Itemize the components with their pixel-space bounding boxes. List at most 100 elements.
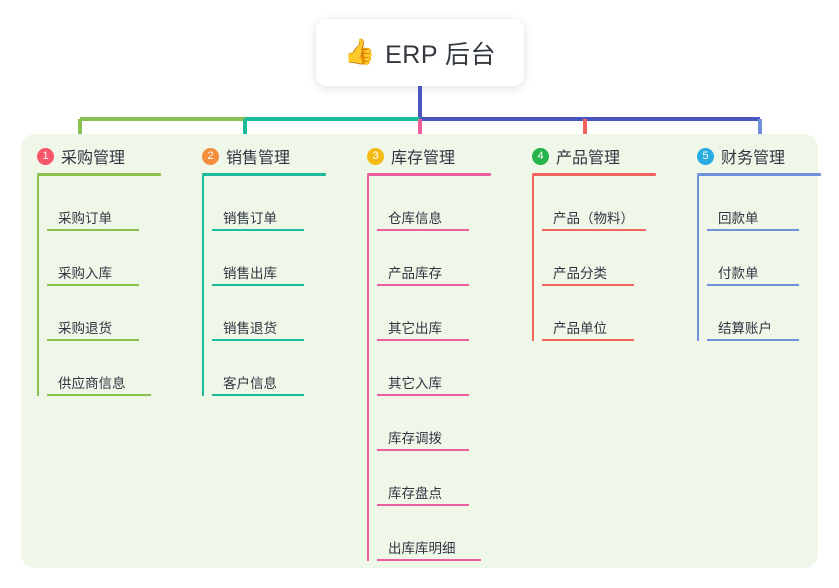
list-item-label: 结算账户 (718, 320, 772, 336)
column-header-4[interactable]: 4 产品管理 (532, 134, 681, 170)
column-header-rule-2 (202, 173, 326, 176)
list-item[interactable]: 采购退货 (47, 286, 186, 341)
list-item[interactable]: 其它出库 (377, 286, 516, 341)
list-item-label: 仓库信息 (388, 210, 442, 226)
column-header-rule-3 (367, 173, 491, 176)
list-item-label: 付款单 (718, 265, 759, 281)
list-item-label: 销售退货 (223, 320, 277, 336)
list-item[interactable]: 销售退货 (212, 286, 351, 341)
list-item-rule (377, 504, 469, 506)
column-header-rule-5 (697, 173, 821, 176)
list-item-rule (377, 339, 469, 341)
list-item-rule (707, 229, 799, 231)
list-item-label: 库存调拨 (388, 430, 442, 446)
column-header-1[interactable]: 1 采购管理 (37, 134, 186, 170)
list-item[interactable]: 仓库信息 (377, 176, 516, 231)
list-item-rule (542, 339, 634, 341)
list-item-rule (212, 229, 304, 231)
list-item-rule (212, 394, 304, 396)
column-header-2[interactable]: 2 销售管理 (202, 134, 351, 170)
list-item[interactable]: 库存盘点 (377, 451, 516, 506)
column-items-4: 产品（物料） 产品分类产品单位 (532, 176, 681, 341)
list-item-rule (542, 284, 634, 286)
column-2: 2 销售管理销售订单销售出库销售退货客户信息 (186, 134, 351, 568)
column-badge-2: 2 (202, 147, 219, 165)
column-items-3: 仓库信息产品库存其它出库其它入库库存调拨库存盘点出库库明细 (367, 176, 516, 561)
list-item-label: 销售订单 (223, 210, 277, 226)
list-item-rule (47, 339, 139, 341)
column-4: 4 产品管理产品（物料） 产品分类产品单位 (516, 134, 681, 568)
list-item-rule (47, 229, 139, 231)
column-spine-1 (37, 176, 39, 396)
diagram-panel (21, 134, 818, 568)
list-item-label: 库存盘点 (388, 485, 442, 501)
list-item[interactable]: 供应商信息 (47, 341, 186, 396)
list-item-rule (377, 229, 469, 231)
list-item-rule (377, 449, 469, 451)
column-title-2: 销售管理 (226, 150, 291, 167)
list-item-rule (377, 284, 469, 286)
list-item[interactable]: 采购订单 (47, 176, 186, 231)
list-item[interactable]: 结算账户 (707, 286, 839, 341)
column-header-5[interactable]: 5 财务管理 (697, 134, 839, 170)
column-badge-3: 3 (367, 147, 384, 165)
list-item[interactable]: 采购入库 (47, 231, 186, 286)
list-item[interactable]: 付款单 (707, 231, 839, 286)
list-item-label: 供应商信息 (58, 375, 126, 391)
list-item-label: 其它出库 (388, 320, 442, 336)
list-item-rule (707, 339, 799, 341)
column-title-5: 财务管理 (721, 150, 786, 167)
list-item-label: 产品分类 (553, 265, 607, 281)
column-3: 3 库存管理仓库信息产品库存其它出库其它入库库存调拨库存盘点出库库明细 (351, 134, 516, 568)
list-item-label: 产品（物料） (553, 210, 634, 226)
column-spine-2 (202, 176, 204, 396)
list-item[interactable]: 库存调拨 (377, 396, 516, 451)
columns-container: 1 采购管理采购订单采购入库采购退货供应商信息 2 销售管理销售订单销售出库销售退货客… (21, 134, 821, 568)
column-spine-4 (532, 176, 534, 341)
list-item-label: 客户信息 (223, 375, 277, 391)
list-item[interactable]: 产品分类 (542, 231, 681, 286)
column-badge-4: 4 (532, 147, 549, 165)
list-item-rule (212, 284, 304, 286)
column-items-5: 回款单付款单结算账户 (697, 176, 839, 341)
column-spine-3 (367, 176, 369, 561)
list-item-rule (47, 284, 139, 286)
list-item[interactable]: 回款单 (707, 176, 839, 231)
list-item[interactable]: 出库库明细 (377, 506, 516, 561)
thumbs-up-icon: 👍 (343, 38, 376, 66)
column-title-3: 库存管理 (391, 150, 456, 167)
list-item-rule (542, 229, 646, 231)
column-title-1: 采购管理 (61, 150, 126, 167)
list-item-label: 采购入库 (58, 265, 112, 281)
list-item-label: 产品库存 (388, 265, 442, 281)
column-header-rule-4 (532, 173, 656, 176)
column-badge-1: 1 (37, 147, 54, 165)
column-spine-5 (697, 176, 699, 341)
column-header-rule-1 (37, 173, 161, 176)
list-item[interactable]: 客户信息 (212, 341, 351, 396)
list-item-rule (707, 284, 799, 286)
list-item-label: 其它入库 (388, 375, 442, 391)
column-items-2: 销售订单销售出库销售退货客户信息 (202, 176, 351, 396)
list-item[interactable]: 产品单位 (542, 286, 681, 341)
column-1: 1 采购管理采购订单采购入库采购退货供应商信息 (21, 134, 186, 568)
root-title-card: 👍 ERP 后台 (316, 19, 524, 86)
list-item[interactable]: 产品（物料） (542, 176, 681, 231)
column-badge-5: 5 (697, 147, 714, 165)
column-title-4: 产品管理 (556, 150, 621, 167)
column-items-1: 采购订单采购入库采购退货供应商信息 (37, 176, 186, 396)
list-item-label: 回款单 (718, 210, 759, 226)
list-item-label: 销售出库 (223, 265, 277, 281)
column-5: 5 财务管理回款单付款单结算账户 (681, 134, 839, 568)
list-item-label: 采购订单 (58, 210, 112, 226)
list-item-label: 出库库明细 (388, 540, 456, 556)
list-item[interactable]: 其它入库 (377, 341, 516, 396)
list-item-rule (377, 559, 481, 561)
list-item-rule (377, 394, 469, 396)
list-item[interactable]: 销售订单 (212, 176, 351, 231)
column-header-3[interactable]: 3 库存管理 (367, 134, 516, 170)
list-item-rule (47, 394, 151, 396)
list-item[interactable]: 产品库存 (377, 231, 516, 286)
list-item-label: 产品单位 (553, 320, 607, 336)
list-item[interactable]: 销售出库 (212, 231, 351, 286)
